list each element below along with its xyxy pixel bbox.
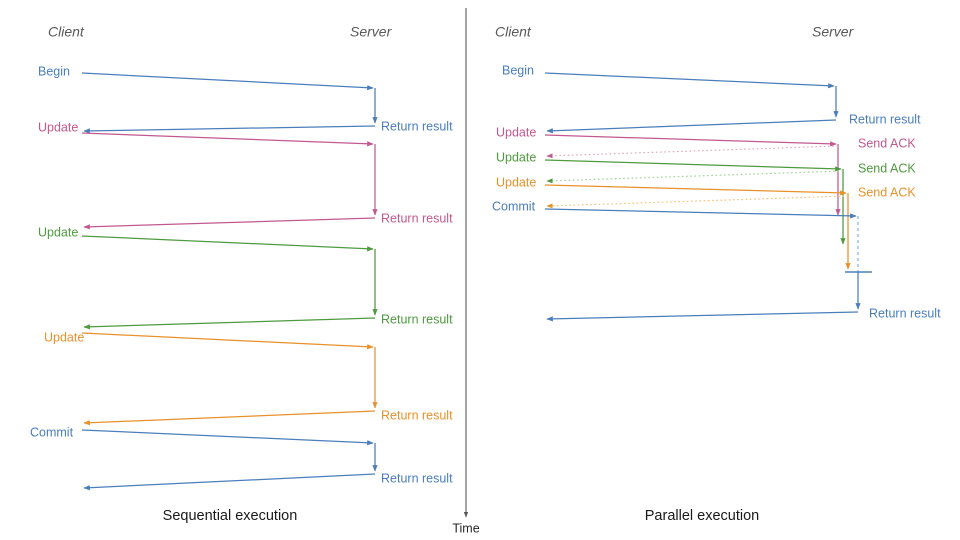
label-sequential-commit-request: Commit bbox=[30, 425, 74, 439]
msg-parallel-update3-ack bbox=[546, 195, 849, 209]
panel-sequential-server-header: Server bbox=[350, 24, 393, 40]
msg-parallel-commit-return bbox=[546, 311, 859, 322]
msg-sequential-update3-return bbox=[83, 410, 376, 426]
msg-sequential-commit-return bbox=[83, 473, 376, 491]
panel-parallel-server-header: Server bbox=[812, 24, 855, 40]
msg-sequential-update3-request bbox=[81, 332, 374, 350]
label-sequential-begin-return: Return result bbox=[381, 119, 453, 133]
label-parallel-update3-ack: Send ACK bbox=[858, 185, 916, 199]
label-sequential-update1-request: Update bbox=[38, 120, 78, 134]
label-sequential-update2-request: Update bbox=[38, 225, 78, 239]
label-sequential-update3-request: Update bbox=[44, 330, 84, 344]
time-axis-label: Time bbox=[452, 521, 479, 535]
msg-parallel-begin-return bbox=[546, 119, 837, 134]
msg-sequential-commit-request bbox=[81, 429, 374, 446]
label-parallel-update1-ack: Send ACK bbox=[858, 136, 916, 150]
msg-sequential-update2-return bbox=[83, 317, 376, 330]
msg-sequential-update2-request bbox=[81, 235, 374, 252]
msg-sequential-begin-return bbox=[83, 125, 376, 134]
label-parallel-commit-request: Commit bbox=[492, 199, 536, 213]
label-sequential-commit-return: Return result bbox=[381, 471, 453, 485]
label-parallel-begin-request: Begin bbox=[502, 63, 534, 77]
label-parallel-begin-return: Return result bbox=[849, 112, 921, 126]
msg-parallel-begin-request bbox=[544, 72, 835, 89]
msg-sequential-update1-request bbox=[81, 132, 374, 147]
msg-parallel-commit-request bbox=[544, 208, 857, 219]
panel-parallel-client-header: Client bbox=[495, 24, 532, 40]
msg-parallel-update1-request bbox=[544, 134, 837, 147]
label-sequential-update1-return: Return result bbox=[381, 211, 453, 225]
label-parallel-update3-request: Update bbox=[496, 175, 536, 189]
caption-sequential: Sequential execution bbox=[163, 508, 298, 524]
msg-sequential-begin-request bbox=[81, 72, 374, 91]
label-sequential-begin-request: Begin bbox=[38, 64, 70, 78]
label-parallel-commit-return: Return result bbox=[869, 306, 941, 320]
label-parallel-update1-request: Update bbox=[496, 125, 536, 139]
msg-parallel-update2-ack bbox=[546, 170, 844, 184]
msg-parallel-update3-request bbox=[544, 184, 847, 196]
msg-sequential-update1-return bbox=[83, 217, 376, 230]
label-parallel-update2-ack: Send ACK bbox=[858, 161, 916, 175]
divider-layer: Time bbox=[452, 8, 480, 535]
label-parallel-update2-request: Update bbox=[496, 150, 536, 164]
label-sequential-update3-return: Return result bbox=[381, 408, 453, 422]
msg-parallel-update2-request bbox=[544, 159, 842, 172]
msg-parallel-update1-ack bbox=[546, 145, 839, 159]
panel-sequential-client-header: Client bbox=[48, 24, 85, 40]
label-sequential-update2-return: Return result bbox=[381, 312, 453, 326]
caption-parallel: Parallel execution bbox=[645, 508, 759, 524]
